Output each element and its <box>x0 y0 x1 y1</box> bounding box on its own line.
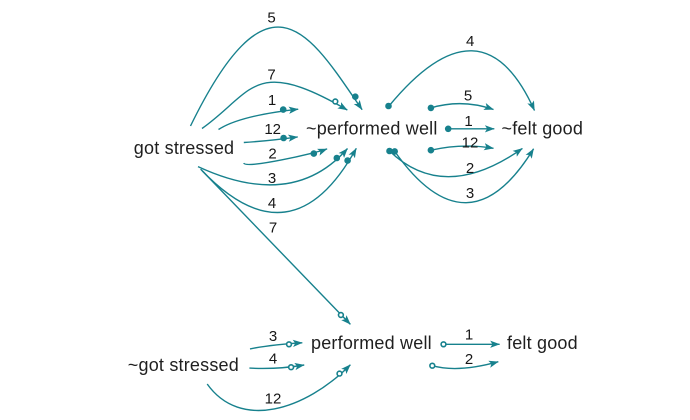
svg-text:12: 12 <box>462 135 479 152</box>
svg-text:4: 4 <box>269 351 277 368</box>
svg-text:5: 5 <box>464 88 472 105</box>
svg-text:3: 3 <box>466 185 474 202</box>
svg-text:2: 2 <box>466 160 474 177</box>
svg-text:1: 1 <box>268 92 276 109</box>
svg-text:7: 7 <box>267 67 275 84</box>
svg-text:~felt good: ~felt good <box>502 118 584 138</box>
svg-text:~got stressed: ~got stressed <box>128 355 239 375</box>
svg-text:~performed well: ~performed well <box>306 118 438 138</box>
svg-text:1: 1 <box>464 113 472 130</box>
svg-text:4: 4 <box>466 33 474 50</box>
svg-text:3: 3 <box>269 328 277 345</box>
svg-text:12: 12 <box>265 391 282 408</box>
svg-text:4: 4 <box>268 195 276 212</box>
svg-text:got stressed: got stressed <box>134 138 234 158</box>
svg-text:felt good: felt good <box>507 333 578 353</box>
svg-text:2: 2 <box>465 351 473 368</box>
svg-text:3: 3 <box>268 170 276 187</box>
svg-text:7: 7 <box>269 220 277 237</box>
svg-text:12: 12 <box>264 121 281 138</box>
svg-text:performed well: performed well <box>311 333 432 353</box>
svg-text:1: 1 <box>465 326 473 343</box>
svg-text:5: 5 <box>267 10 275 27</box>
svg-text:2: 2 <box>268 146 276 163</box>
